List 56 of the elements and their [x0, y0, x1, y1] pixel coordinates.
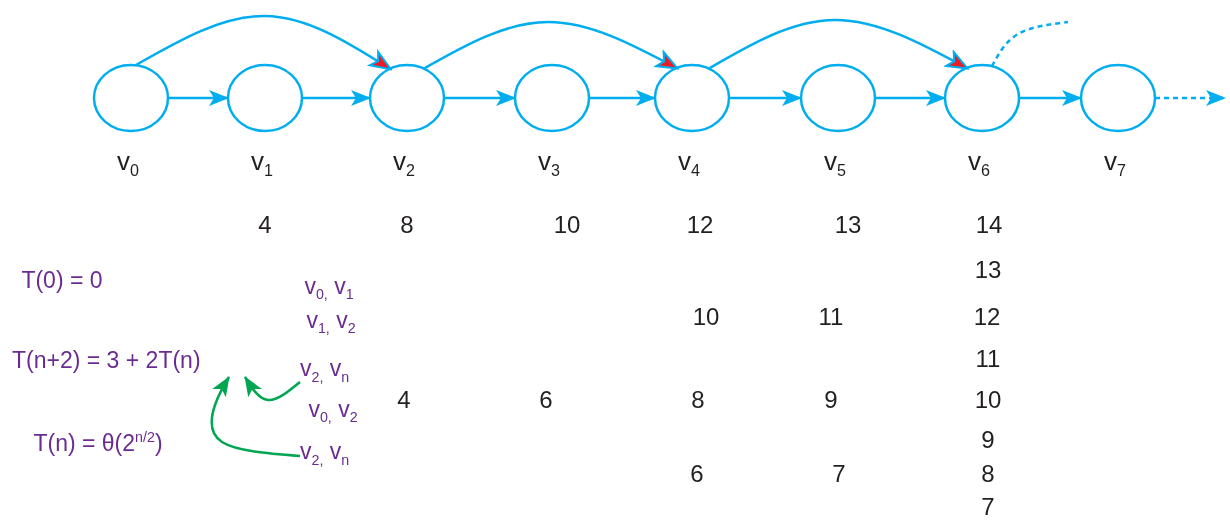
vertex-label: v$_{1}$	[251, 148, 273, 174]
number-label: 11	[975, 347, 1001, 371]
number-label: 4	[397, 388, 411, 412]
arrow	[875, 90, 946, 106]
formula-text: T(n) = θ(2$^{n/2}$)	[33, 431, 163, 455]
circle-node	[368, 63, 446, 133]
vertex-label: v$_{0}$	[117, 148, 139, 174]
arrow	[423, 20, 679, 70]
circle-node	[92, 63, 170, 133]
number-label: 8	[400, 213, 414, 237]
number-label: 10	[692, 305, 720, 329]
formula-text: v$_{2,}$ v$_{n}$	[300, 352, 364, 384]
number-label: 7	[832, 462, 846, 486]
number-label: 13	[974, 258, 1002, 282]
arrow	[708, 18, 969, 70]
circle-node	[513, 63, 591, 133]
vertex-label: v$_{7}$	[1104, 148, 1126, 174]
arrow	[729, 90, 802, 106]
connector-line	[990, 20, 1069, 67]
number-label: 8	[981, 462, 995, 486]
number-label: 11	[818, 305, 844, 329]
arrow	[168, 90, 229, 106]
arrow	[134, 14, 392, 71]
number-label: 9	[824, 388, 838, 412]
number-label: 6	[690, 462, 704, 486]
arrow	[589, 90, 656, 106]
arrow	[444, 90, 516, 106]
number-label: 14	[975, 213, 1003, 237]
number-label: 4	[258, 213, 272, 237]
vertex-label: v$_{6}$	[968, 148, 990, 174]
number-label: 10	[553, 213, 581, 237]
vertex-label: v$_{5}$	[824, 148, 846, 174]
number-label: 12	[686, 213, 714, 237]
number-label: 13	[834, 213, 862, 237]
vertex-label: v$_{2}$	[393, 148, 415, 174]
arrow	[243, 376, 301, 402]
circle-node	[226, 63, 304, 133]
formula-text: T(0) = 0	[21, 268, 103, 292]
arrow	[302, 90, 371, 106]
vertex-label: v$_{4}$	[678, 148, 700, 174]
number-label: 12	[973, 305, 1001, 329]
formula-text: v$_{2,}$ v$_{n}$	[300, 435, 364, 467]
number-label: 10	[974, 388, 1002, 412]
arrow	[1155, 90, 1226, 106]
vertex-label: v$_{3}$	[538, 148, 560, 174]
number-label: 9	[981, 428, 995, 452]
arrow	[1019, 90, 1082, 106]
circle-node	[799, 63, 877, 133]
number-label: 6	[539, 388, 553, 412]
number-label: 7	[981, 495, 995, 519]
formula-text: T(n+2) = 3 + 2T(n)	[12, 343, 258, 377]
circle-node	[1079, 63, 1157, 133]
arrow	[210, 376, 301, 458]
circle-node	[653, 63, 731, 133]
number-label: 8	[691, 388, 705, 412]
circle-node	[943, 63, 1021, 133]
